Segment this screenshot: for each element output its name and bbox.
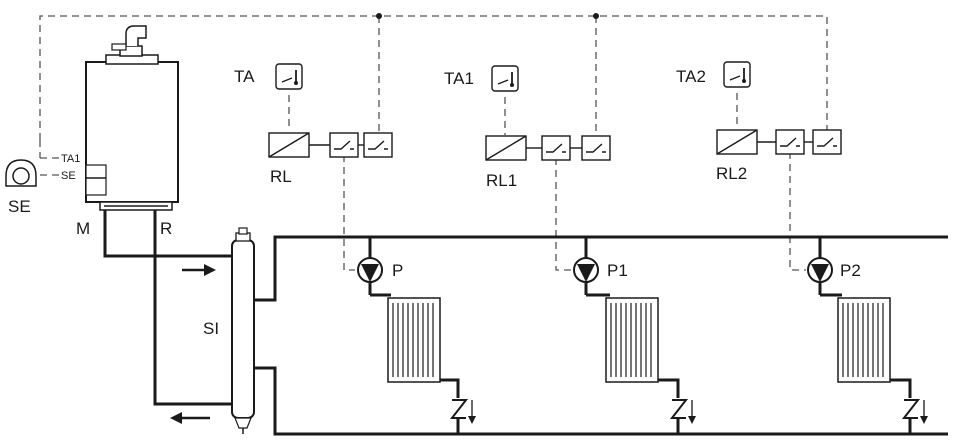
radiator-icon [837, 297, 891, 383]
outdoor-sensor-icon [5, 159, 37, 187]
pump-triangle-icon [573, 257, 599, 283]
relay-label: RL [270, 167, 292, 186]
boiler-terminal-se-label: SE [61, 170, 76, 182]
thermostat-label: TA1 [444, 69, 474, 88]
zone-1: TA RL P [234, 63, 476, 434]
flow-label: M [76, 219, 90, 238]
hydraulic-separator [231, 227, 255, 434]
thermometer-icon [723, 61, 751, 88]
return-arrow-icon [170, 412, 210, 424]
check-valve-icon [901, 399, 928, 424]
thermometer-icon [491, 65, 519, 92]
check-valve-icon [669, 399, 696, 424]
flow-arrow-icon [182, 264, 216, 276]
pump-triangle-icon [357, 257, 383, 283]
pump-label: P1 [607, 261, 628, 280]
relay-box-icon [268, 132, 310, 158]
radiator-icon [387, 297, 441, 383]
thermometer-icon [275, 63, 303, 90]
check-valve-icon [449, 399, 476, 424]
boiler-pipes [103, 210, 232, 406]
boiler-terminal-ta1-label: TA1 [61, 153, 80, 165]
switch-contact-icon [329, 132, 359, 158]
switch-contact-icon [541, 135, 571, 161]
relay-label: RL1 [486, 171, 517, 190]
relay-box-icon [716, 129, 758, 155]
return-label: R [160, 219, 172, 238]
control-wiring [39, 13, 828, 271]
zone-2: TA1 RL1 P1 [444, 65, 696, 434]
switch-contact-icon [812, 129, 842, 155]
switch-contact-icon [581, 135, 611, 161]
switch-contact-icon [363, 132, 393, 158]
thermostat-label: TA2 [676, 67, 706, 86]
boiler [85, 25, 179, 211]
system-pipes [254, 235, 948, 436]
separator-label: SI [203, 319, 219, 338]
switch-contact-icon [775, 129, 805, 155]
pump-triangle-icon [807, 257, 833, 283]
zone-3: TA2 RL2 P2 [676, 61, 928, 434]
relay-box-icon [485, 135, 527, 161]
radiator-icon [605, 297, 659, 383]
relay-label: RL2 [716, 164, 747, 183]
se-sensor-label: SE [8, 197, 31, 216]
pump-label: P2 [840, 261, 861, 280]
thermostat-label: TA [234, 67, 255, 86]
pump-label: P [392, 261, 403, 280]
